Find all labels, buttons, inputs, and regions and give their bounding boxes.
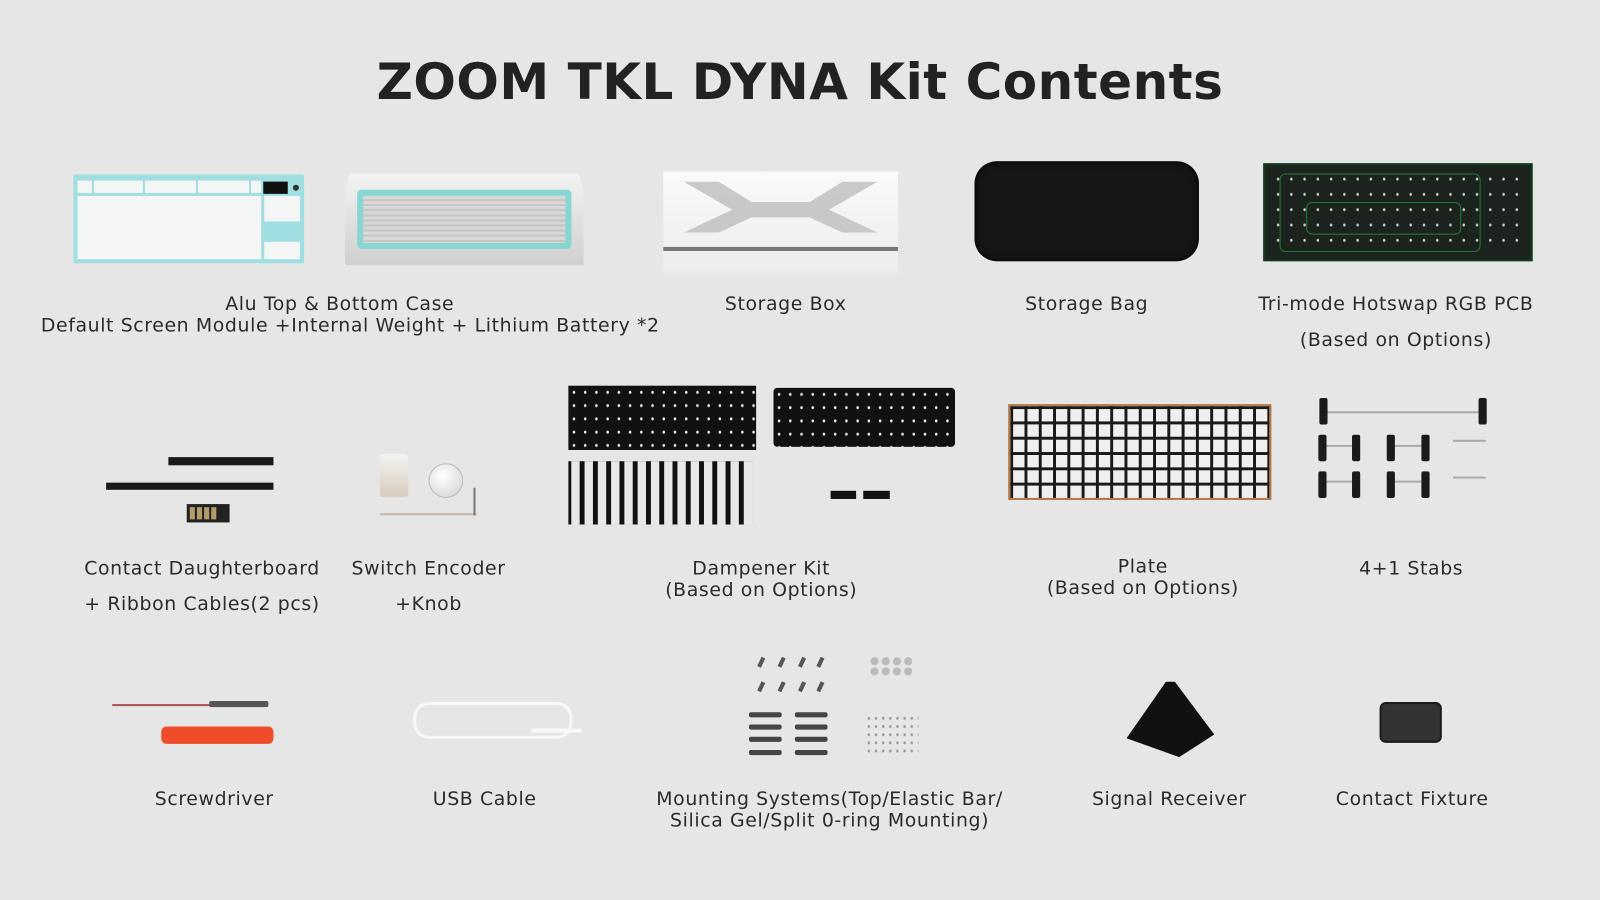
page-title: ZOOM TKL DYNA Kit Contents [376,53,1224,112]
plate-image [1008,404,1272,500]
signal-receiver-image [1126,681,1215,758]
daughterboard-image [186,504,230,523]
item-label-usb-cable: USB Cable [432,788,537,811]
storage-bag-image [974,161,1199,262]
screwdriver-handle-image [161,726,274,744]
item-label-plate: Plate(Based on Options) [1046,556,1239,599]
item-label-storage-box: Storage Box [724,293,847,316]
ribbon-cable-long [106,482,274,490]
screwdriver-bit-handle [209,701,269,708]
item-label-screwdriver: Screwdriver [154,788,274,811]
dampener-foam-2 [773,387,956,447]
pcb-image [1263,163,1533,262]
hex-key-bend [473,487,476,516]
item-label-stabs: 4+1 Stabs [1359,558,1464,580]
ribbon-cable-short [168,457,274,466]
item-label-signal-receiver: Signal Receiver [1091,788,1247,811]
item-label-daughterboard: Contact Daughterboard+ Ribbon Cables(2 p… [84,558,320,616]
screwdriver-shaft [112,704,215,707]
item-label-mounting-systems: Mounting Systems(Top/Elastic Bar/Silica … [656,788,1003,832]
item-label-contact-fixture: Contact Fixture [1335,788,1489,811]
knob-image [428,463,464,498]
encoder-image [379,454,409,497]
storage-box-image [663,171,898,274]
usb-cable-plug [530,728,582,733]
item-label-pcb: Tri-mode Hotswap RGB PCB(Based on Option… [1258,293,1534,352]
alu-top-case-image [73,174,305,264]
item-label-dampener-kit: Dampener Kit(Based on Options) [665,558,858,602]
dampener-strip-1 [830,490,857,499]
hex-key-image [379,513,477,516]
item-label-switch-encoder: Switch Encoder+Knob [351,558,506,616]
item-label-storage-bag: Storage Bag [1025,293,1149,316]
alu-bottom-case-image [344,173,584,266]
contact-fixture-image [1379,702,1442,743]
dampener-foam-3 [568,461,753,525]
dampener-foam-1 [568,385,757,450]
usb-cable-image [413,702,573,739]
dampener-strip-2 [863,490,890,499]
